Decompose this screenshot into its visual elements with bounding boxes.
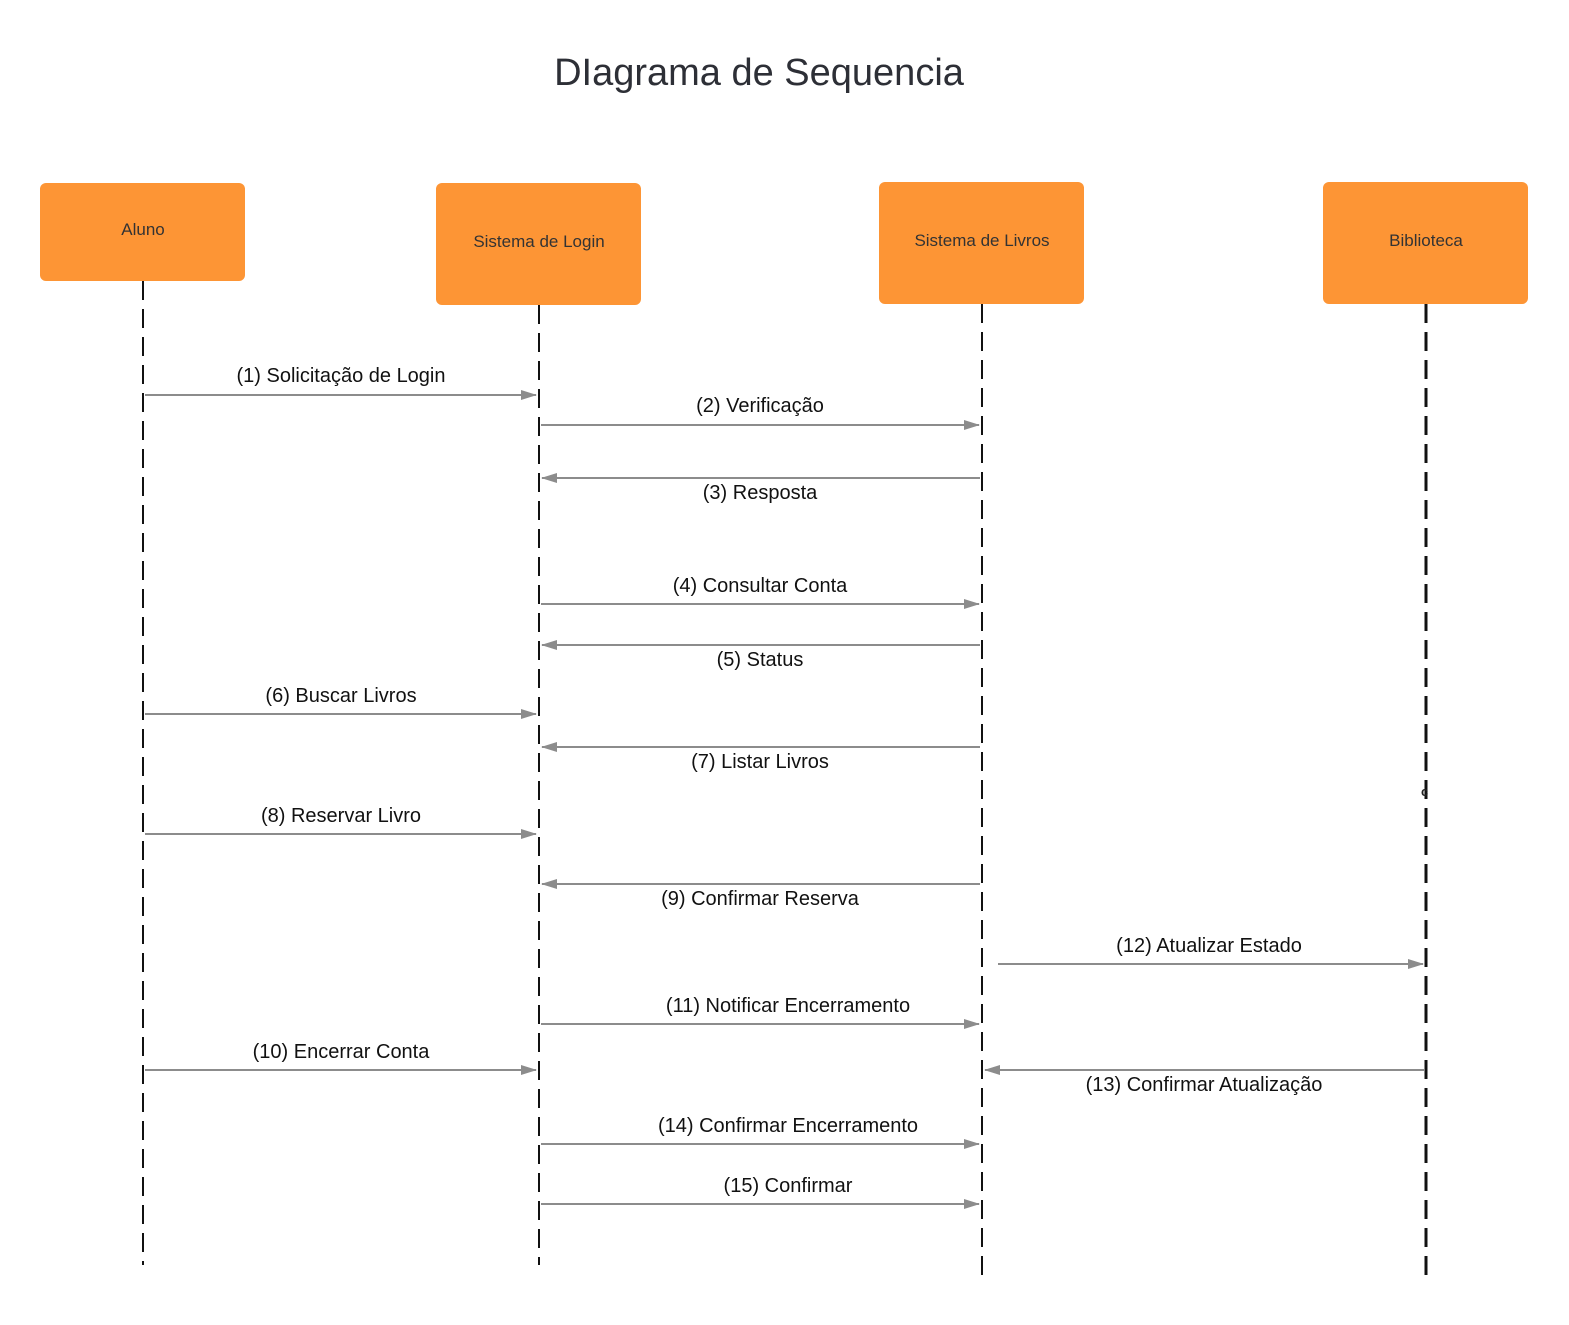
message-label: (12) Atualizar Estado	[1116, 935, 1302, 957]
actor-login: Sistema de Login	[436, 183, 641, 305]
message-label: (8) Reservar Livro	[261, 805, 421, 827]
message-2: (2) Verificação	[541, 395, 980, 430]
message-4: (4) Consultar Conta	[541, 575, 980, 609]
message-label: (7) Listar Livros	[691, 751, 829, 773]
message-label: (13) Confirmar Atualização	[1086, 1074, 1323, 1096]
actor-box-aluno	[40, 183, 245, 281]
message-6: (6) Buscar Livros	[145, 685, 537, 719]
message-label: (6) Buscar Livros	[265, 685, 416, 707]
message-label: (9) Confirmar Reserva	[661, 888, 860, 910]
message-label: (2) Verificação	[696, 395, 824, 417]
message-label: (10) Encerrar Conta	[253, 1041, 431, 1063]
lifelines	[142, 281, 1428, 1282]
message-label: (5) Status	[717, 649, 804, 671]
actor-box-livros	[879, 182, 1084, 304]
message-15: (15) Confirmar	[541, 1175, 980, 1209]
diagram-title: DIagrama de Sequencia	[554, 52, 965, 94]
message-5: (5) Status	[541, 640, 980, 671]
message-label: (3) Resposta	[703, 482, 818, 504]
actor-livros: Sistema de Livros	[879, 182, 1084, 304]
message-3: (3) Resposta	[541, 473, 980, 504]
message-label: (1) Solicitação de Login	[236, 365, 445, 387]
actor-label-aluno: Aluno	[121, 220, 164, 239]
message-label: (14) Confirmar Encerramento	[658, 1115, 918, 1137]
message-1: (1) Solicitação de Login	[145, 365, 537, 400]
actor-box-biblioteca	[1323, 182, 1528, 304]
actor-label-login: Sistema de Login	[473, 232, 604, 251]
message-13: (13) Confirmar Atualização	[984, 1065, 1424, 1096]
actor-aluno: Aluno	[40, 183, 245, 281]
message-label: (11) Notificar Encerramento	[666, 995, 910, 1017]
message-11: (11) Notificar Encerramento	[541, 995, 980, 1029]
stray-mark: c	[1421, 784, 1428, 799]
message-8: (8) Reservar Livro	[145, 805, 537, 839]
message-10: (12) Atualizar Estado	[998, 935, 1424, 969]
actor-biblioteca: Biblioteca	[1323, 182, 1528, 304]
messages: (1) Solicitação de Login (2) Verificação (…	[145, 365, 1424, 1209]
message-12: (10) Encerrar Conta	[145, 1041, 537, 1075]
message-label: (15) Confirmar	[724, 1175, 853, 1197]
message-14: (14) Confirmar Encerramento	[541, 1115, 980, 1149]
actor-label-livros: Sistema de Livros	[914, 231, 1049, 250]
actor-label-biblioteca: Biblioteca	[1389, 231, 1463, 250]
message-9: (9) Confirmar Reserva	[541, 879, 980, 910]
message-7: (7) Listar Livros	[541, 742, 980, 773]
message-label: (4) Consultar Conta	[673, 575, 848, 597]
actor-box-login	[436, 183, 641, 305]
